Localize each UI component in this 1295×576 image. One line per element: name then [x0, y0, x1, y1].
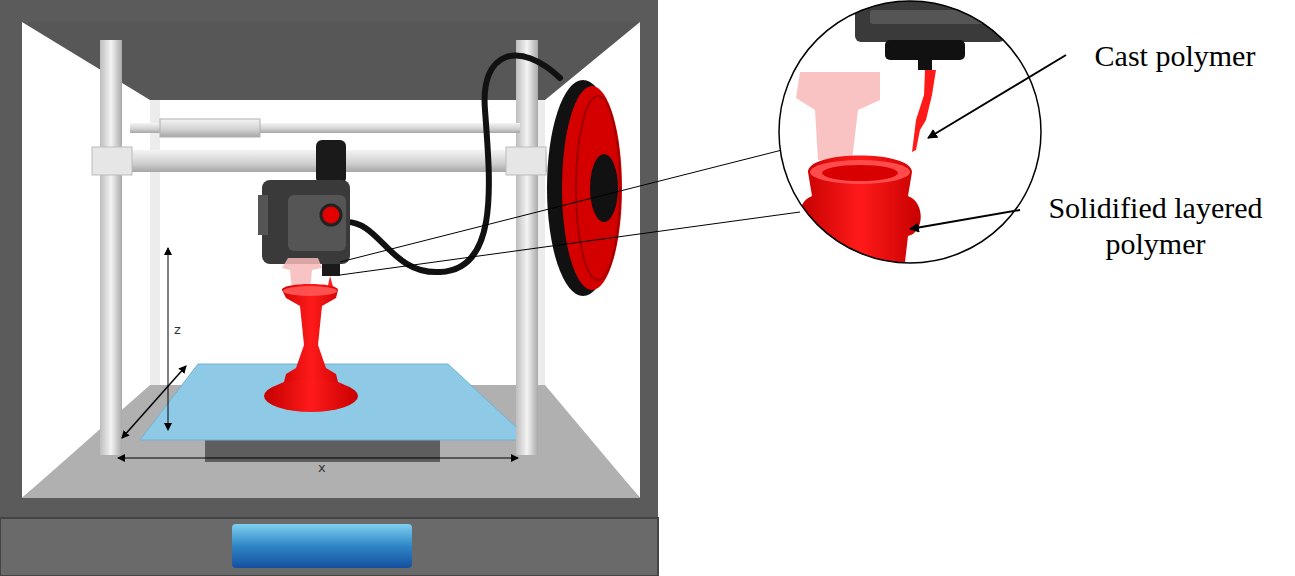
right-rod [516, 40, 538, 455]
zoom-detail [796, 0, 1005, 262]
nozzle [322, 264, 340, 276]
zoom-vase-top [810, 160, 910, 184]
spool-filament [562, 86, 622, 290]
axis-label: x [318, 460, 338, 475]
z-axis [168, 248, 169, 430]
head-panel [288, 195, 346, 251]
filament-cable [345, 56, 560, 273]
y-axis [122, 366, 186, 438]
zoom-vase [799, 156, 921, 263]
left-rod [100, 40, 122, 455]
spool-winding [576, 96, 620, 280]
x-axis [118, 458, 518, 459]
enclosure-frame [0, 0, 658, 520]
rod-bearing [160, 119, 260, 137]
zoom-leader [340, 212, 800, 275]
head-clip [258, 195, 268, 235]
zoom-nozzle [885, 40, 965, 60]
control-panel [232, 524, 412, 568]
callout-label: Cast polymer [1060, 38, 1290, 74]
print-head [262, 180, 350, 264]
spool-hub [590, 154, 618, 222]
zoom-background [779, 1, 1041, 263]
zoom-head [855, 0, 1005, 42]
zoom-circle [779, 1, 1041, 263]
base [0, 518, 658, 576]
zoom-unprinted-part [796, 72, 880, 160]
zoom-vase-mouth [822, 165, 898, 181]
vase-base [264, 380, 358, 412]
zoom-nozzle-tip [918, 58, 932, 70]
rod-end [506, 147, 546, 175]
vase-top [283, 286, 337, 296]
axis-label: z [174, 322, 194, 337]
head-light [321, 205, 341, 225]
zoom-cast-polymer [912, 70, 936, 152]
callout-arrow [910, 210, 1020, 229]
rod-end [92, 147, 132, 175]
callout-label: Solidified layered polymer [1018, 190, 1293, 262]
extruder-motor [316, 140, 346, 184]
callout-arrow [928, 55, 1066, 138]
